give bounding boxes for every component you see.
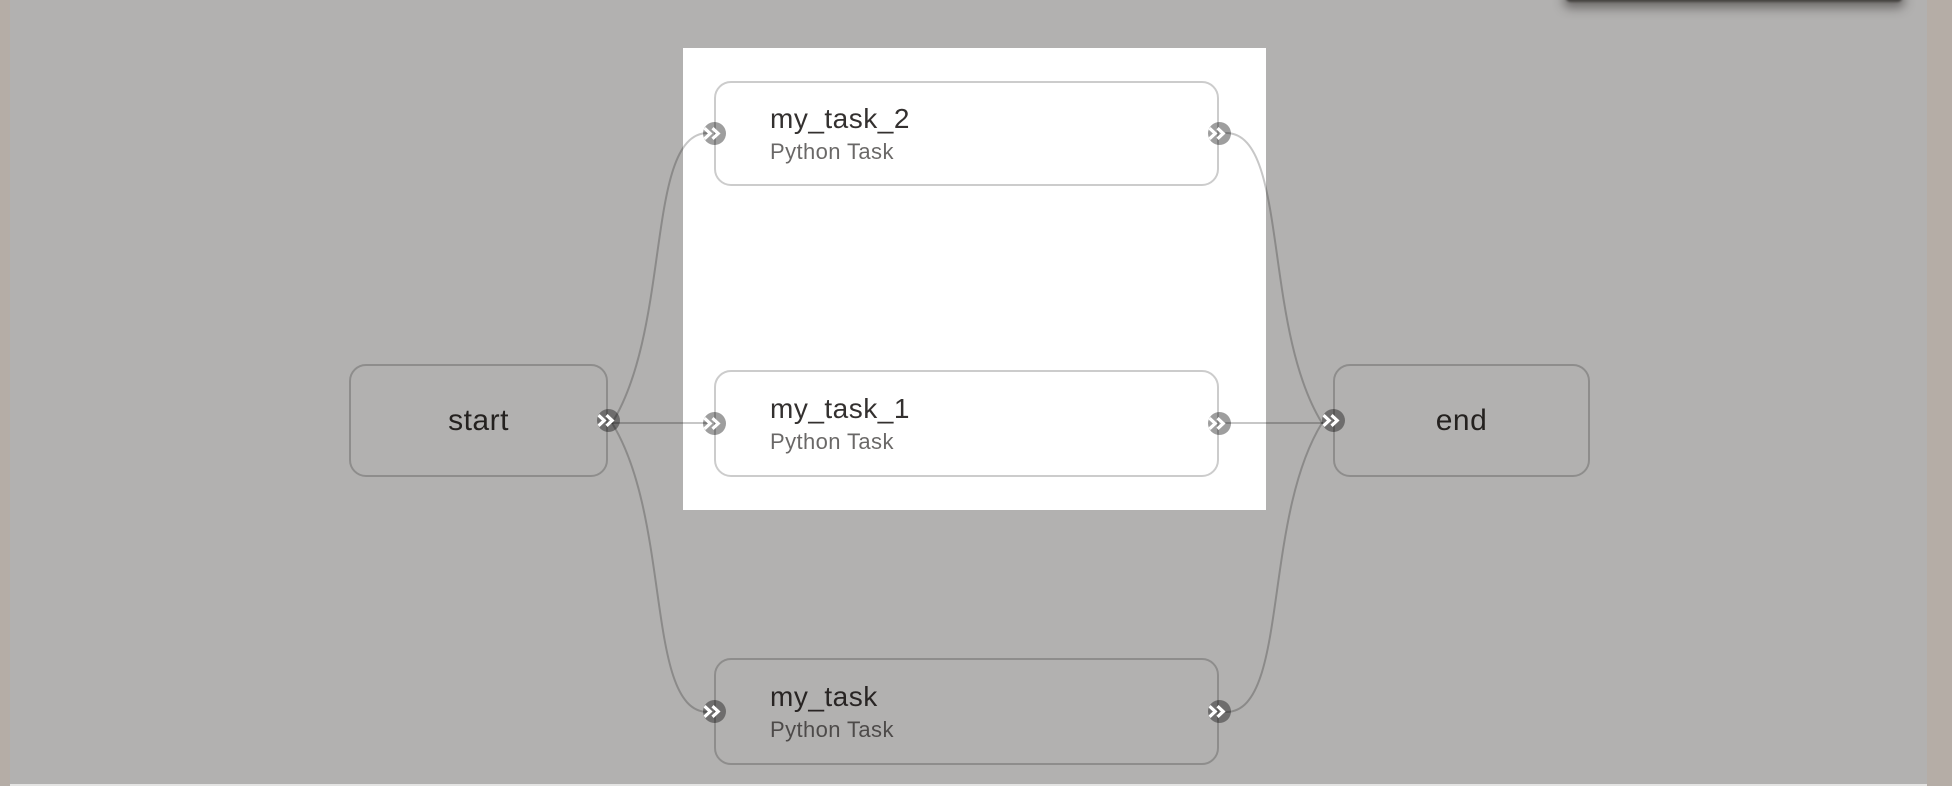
double-chevron-right-icon <box>703 705 721 718</box>
canvas-bottom-hairline <box>10 784 1927 786</box>
port-my_task_2-input[interactable] <box>703 122 726 145</box>
double-chevron-right-icon <box>597 414 615 427</box>
double-chevron-right-icon <box>1208 705 1226 718</box>
node-end-label: end <box>1435 403 1488 437</box>
page-edge-strip-left <box>0 0 10 786</box>
edge-start-my_task_2[interactable] <box>611 132 709 424</box>
port-my_task_1-input[interactable] <box>703 412 726 435</box>
double-chevron-right-icon <box>1208 127 1226 140</box>
node-my_task_1-subtitle: Python Task <box>770 429 894 455</box>
node-my_task-label: my_task <box>770 680 878 712</box>
node-end[interactable]: end <box>1333 364 1590 477</box>
node-start[interactable]: start <box>349 364 608 477</box>
port-end-input[interactable] <box>1322 409 1345 432</box>
node-my_task_2[interactable]: my_task_2 Python Task <box>714 81 1219 186</box>
double-chevron-right-icon <box>1322 414 1340 427</box>
port-my_task_2-output[interactable] <box>1208 122 1231 145</box>
edge-my_task-end[interactable] <box>1225 422 1323 713</box>
double-chevron-right-icon <box>1208 417 1226 430</box>
double-chevron-right-icon <box>703 417 721 430</box>
offscreen-toolbar-shadow <box>1565 0 1903 2</box>
page-edge-strip-right <box>1927 0 1952 786</box>
port-my_task_1-output[interactable] <box>1208 412 1231 435</box>
node-my_task_1[interactable]: my_task_1 Python Task <box>714 370 1219 477</box>
node-my_task_1-label: my_task_1 <box>770 392 910 424</box>
node-my_task-subtitle: Python Task <box>770 717 894 743</box>
port-my_task-input[interactable] <box>703 700 726 723</box>
node-my_task_2-subtitle: Python Task <box>770 139 894 165</box>
port-my_task-output[interactable] <box>1208 700 1231 723</box>
edge-start-my_task[interactable] <box>611 422 709 713</box>
port-start-output[interactable] <box>597 409 620 432</box>
edge-my_task_2-end[interactable] <box>1225 132 1323 424</box>
node-start-label: start <box>448 403 509 437</box>
node-my_task_2-label: my_task_2 <box>770 102 910 134</box>
node-my_task[interactable]: my_task Python Task <box>714 658 1219 765</box>
selection-highlight-box <box>683 48 1266 510</box>
double-chevron-right-icon <box>703 127 721 140</box>
